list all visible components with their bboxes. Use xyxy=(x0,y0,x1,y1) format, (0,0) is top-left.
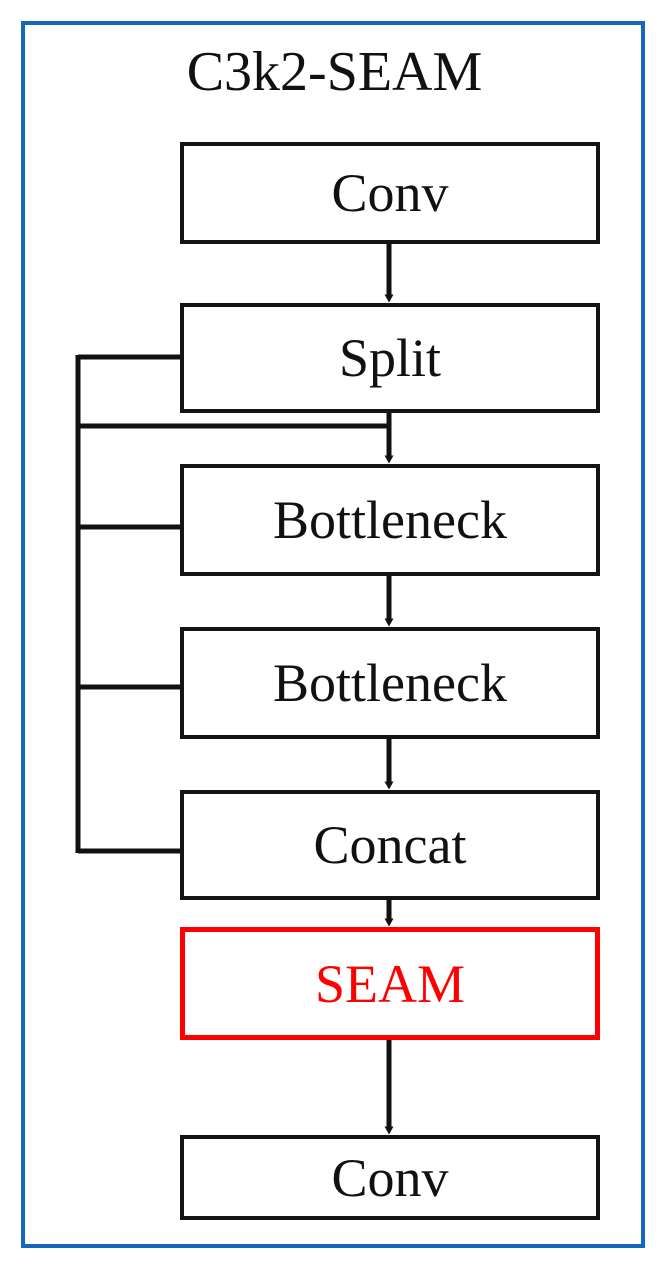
node-label: SEAM xyxy=(314,953,466,1014)
node-split[interactable]: Split xyxy=(180,303,600,413)
node-label: Bottleneck xyxy=(273,653,507,713)
node-label: Conv xyxy=(331,1147,449,1208)
node-label: Conv xyxy=(331,163,449,223)
node-bottleneck-2[interactable]: Bottleneck xyxy=(180,627,600,739)
node-concat[interactable]: Concat xyxy=(180,790,600,900)
node-bottleneck-1[interactable]: Bottleneck xyxy=(180,464,600,576)
node-conv-top[interactable]: Conv xyxy=(180,142,600,244)
node-label: Split xyxy=(338,328,442,388)
diagram-title: C3k2-SEAM xyxy=(186,41,483,103)
node-label: Concat xyxy=(313,815,467,875)
node-conv-bottom[interactable]: Conv xyxy=(180,1135,600,1220)
node-seam[interactable]: SEAM xyxy=(180,927,600,1040)
node-label: Bottleneck xyxy=(273,490,507,550)
